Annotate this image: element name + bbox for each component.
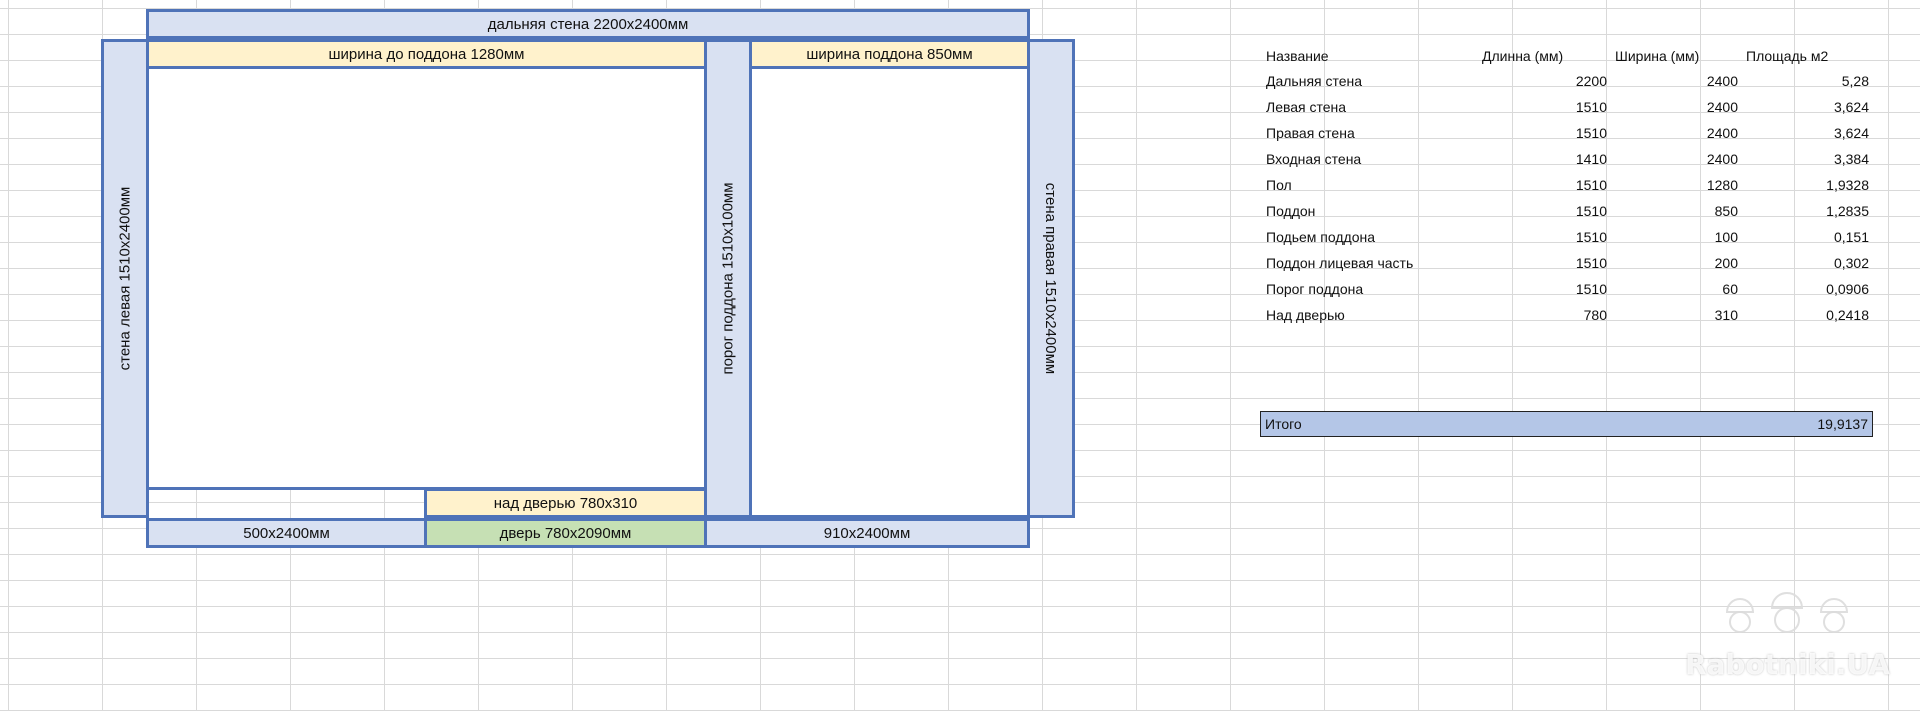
row-name[interactable]: Правая стена [1266,125,1355,141]
row-width[interactable]: 1280 [1706,177,1738,193]
row-length[interactable]: 780 [1583,307,1607,323]
row-area[interactable]: 0,151 [1833,229,1869,245]
row-area[interactable]: 0,0906 [1826,281,1869,297]
tray-width-cell[interactable]: ширина поддона 850мм [749,39,1030,69]
bottom-right-wall-cell[interactable]: 910x2400мм [704,518,1030,548]
row-area[interactable]: 3,384 [1833,151,1869,167]
table-row: Поддон лицевая часть 1510 200 0,302 [1262,250,1873,276]
width-to-tray-label: ширина до поддона 1280мм [328,45,525,63]
floor-area-left[interactable] [146,66,707,490]
total-label: Итого [1265,416,1302,432]
row-name[interactable]: Дальняя стена [1266,73,1363,89]
table-row: Правая стена 1510 2400 3,624 [1262,120,1873,146]
row-name[interactable]: Подьем поддона [1266,229,1376,245]
row-length[interactable]: 1510 [1575,281,1607,297]
header-name[interactable]: Название [1266,48,1329,64]
watermark-text: Rabotniki.UA [1684,648,1890,681]
bottom-left-wall-label: 500x2400мм [243,524,330,542]
table-row: Порог поддона 1510 60 0,0906 [1262,276,1873,302]
right-wall-cell[interactable]: стена правая 1510x2400мм [1027,39,1075,518]
left-wall-label: стена левая 1510x2400мм [116,186,134,371]
row-length[interactable]: 1510 [1575,99,1607,115]
header-length[interactable]: Длинна (мм) [1482,48,1564,64]
header-area[interactable]: Площадь м2 [1746,48,1829,64]
door-label: дверь 780x2090мм [499,524,632,542]
row-name[interactable]: Поддон лицевая часть [1266,255,1414,271]
row-width[interactable]: 310 [1714,307,1738,323]
area-table: Название Длинна (мм) Ширина (мм) Площадь… [1262,42,1873,328]
workers-logo-icon [1726,592,1849,633]
watermark: Rabotniki.UA [1685,584,1890,681]
header-width[interactable]: Ширина (мм) [1615,48,1700,64]
row-width[interactable]: 200 [1714,255,1738,271]
row-name[interactable]: Левая стена [1266,99,1347,115]
row-width[interactable]: 2400 [1706,99,1738,115]
far-wall-cell[interactable]: дальняя стена 2200x2400мм [146,9,1030,39]
row-name[interactable]: Пол [1266,177,1292,193]
row-length[interactable]: 1510 [1575,255,1607,271]
bottom-right-wall-label: 910x2400мм [823,524,911,542]
above-door-label: над дверью 780x310 [493,494,638,512]
row-area[interactable]: 0,302 [1833,255,1869,271]
tray-threshold-cell[interactable]: порог поддона 1510x100мм [704,39,752,518]
right-wall-label: стена правая 1510x2400мм [1042,182,1060,375]
row-length[interactable]: 1510 [1575,177,1607,193]
door-cell[interactable]: дверь 780x2090мм [424,518,707,548]
bottom-left-wall-cell[interactable]: 500x2400мм [146,518,427,548]
table-row: Над дверью 780 310 0,2418 [1262,302,1873,328]
table-row: Входная стена 1410 2400 3,384 [1262,146,1873,172]
row-length[interactable]: 1510 [1575,203,1607,219]
row-name[interactable]: Порог поддона [1266,281,1364,297]
row-name[interactable]: Входная стена [1266,151,1362,167]
row-length[interactable]: 1510 [1575,125,1607,141]
far-wall-label: дальняя стена 2200x2400мм [487,15,689,33]
row-length[interactable]: 1410 [1575,151,1607,167]
row-area[interactable]: 1,9328 [1826,177,1869,193]
row-area[interactable]: 5,28 [1841,73,1869,89]
table-row: Подьем поддона 1510 100 0,151 [1262,224,1873,250]
tray-width-label: ширина поддона 850мм [806,45,973,63]
tray-threshold-label: порог поддона 1510x100мм [719,182,737,375]
row-width[interactable]: 2400 [1706,125,1738,141]
table-row: Дальняя стена 2200 2400 5,28 [1262,68,1873,94]
above-door-cell[interactable]: над дверью 780x310 [424,488,707,518]
row-length[interactable]: 2200 [1575,73,1607,89]
left-wall-cell[interactable]: стена левая 1510x2400мм [101,39,149,518]
row-area[interactable]: 1,2835 [1826,203,1869,219]
row-length[interactable]: 1510 [1575,229,1607,245]
total-row[interactable]: Итого 19,9137 [1260,411,1873,437]
row-area[interactable]: 3,624 [1833,125,1869,141]
table-header-row: Название Длинна (мм) Ширина (мм) Площадь… [1262,42,1873,68]
row-width[interactable]: 2400 [1706,151,1738,167]
row-width[interactable]: 2400 [1706,73,1738,89]
table-row: Пол 1510 1280 1,9328 [1262,172,1873,198]
row-width[interactable]: 850 [1714,203,1738,219]
row-name[interactable]: Над дверью [1266,307,1345,323]
row-area[interactable]: 3,624 [1833,99,1869,115]
row-width[interactable]: 100 [1714,229,1738,245]
width-to-tray-cell[interactable]: ширина до поддона 1280мм [146,39,707,69]
total-value: 19,9137 [1817,416,1868,432]
row-area[interactable]: 0,2418 [1826,307,1869,323]
row-width[interactable]: 60 [1722,281,1738,297]
table-row: Левая стена 1510 2400 3,624 [1262,94,1873,120]
floor-area-right[interactable] [749,66,1030,518]
table-row: Поддон 1510 850 1,2835 [1262,198,1873,224]
row-name[interactable]: Поддон [1266,203,1316,219]
